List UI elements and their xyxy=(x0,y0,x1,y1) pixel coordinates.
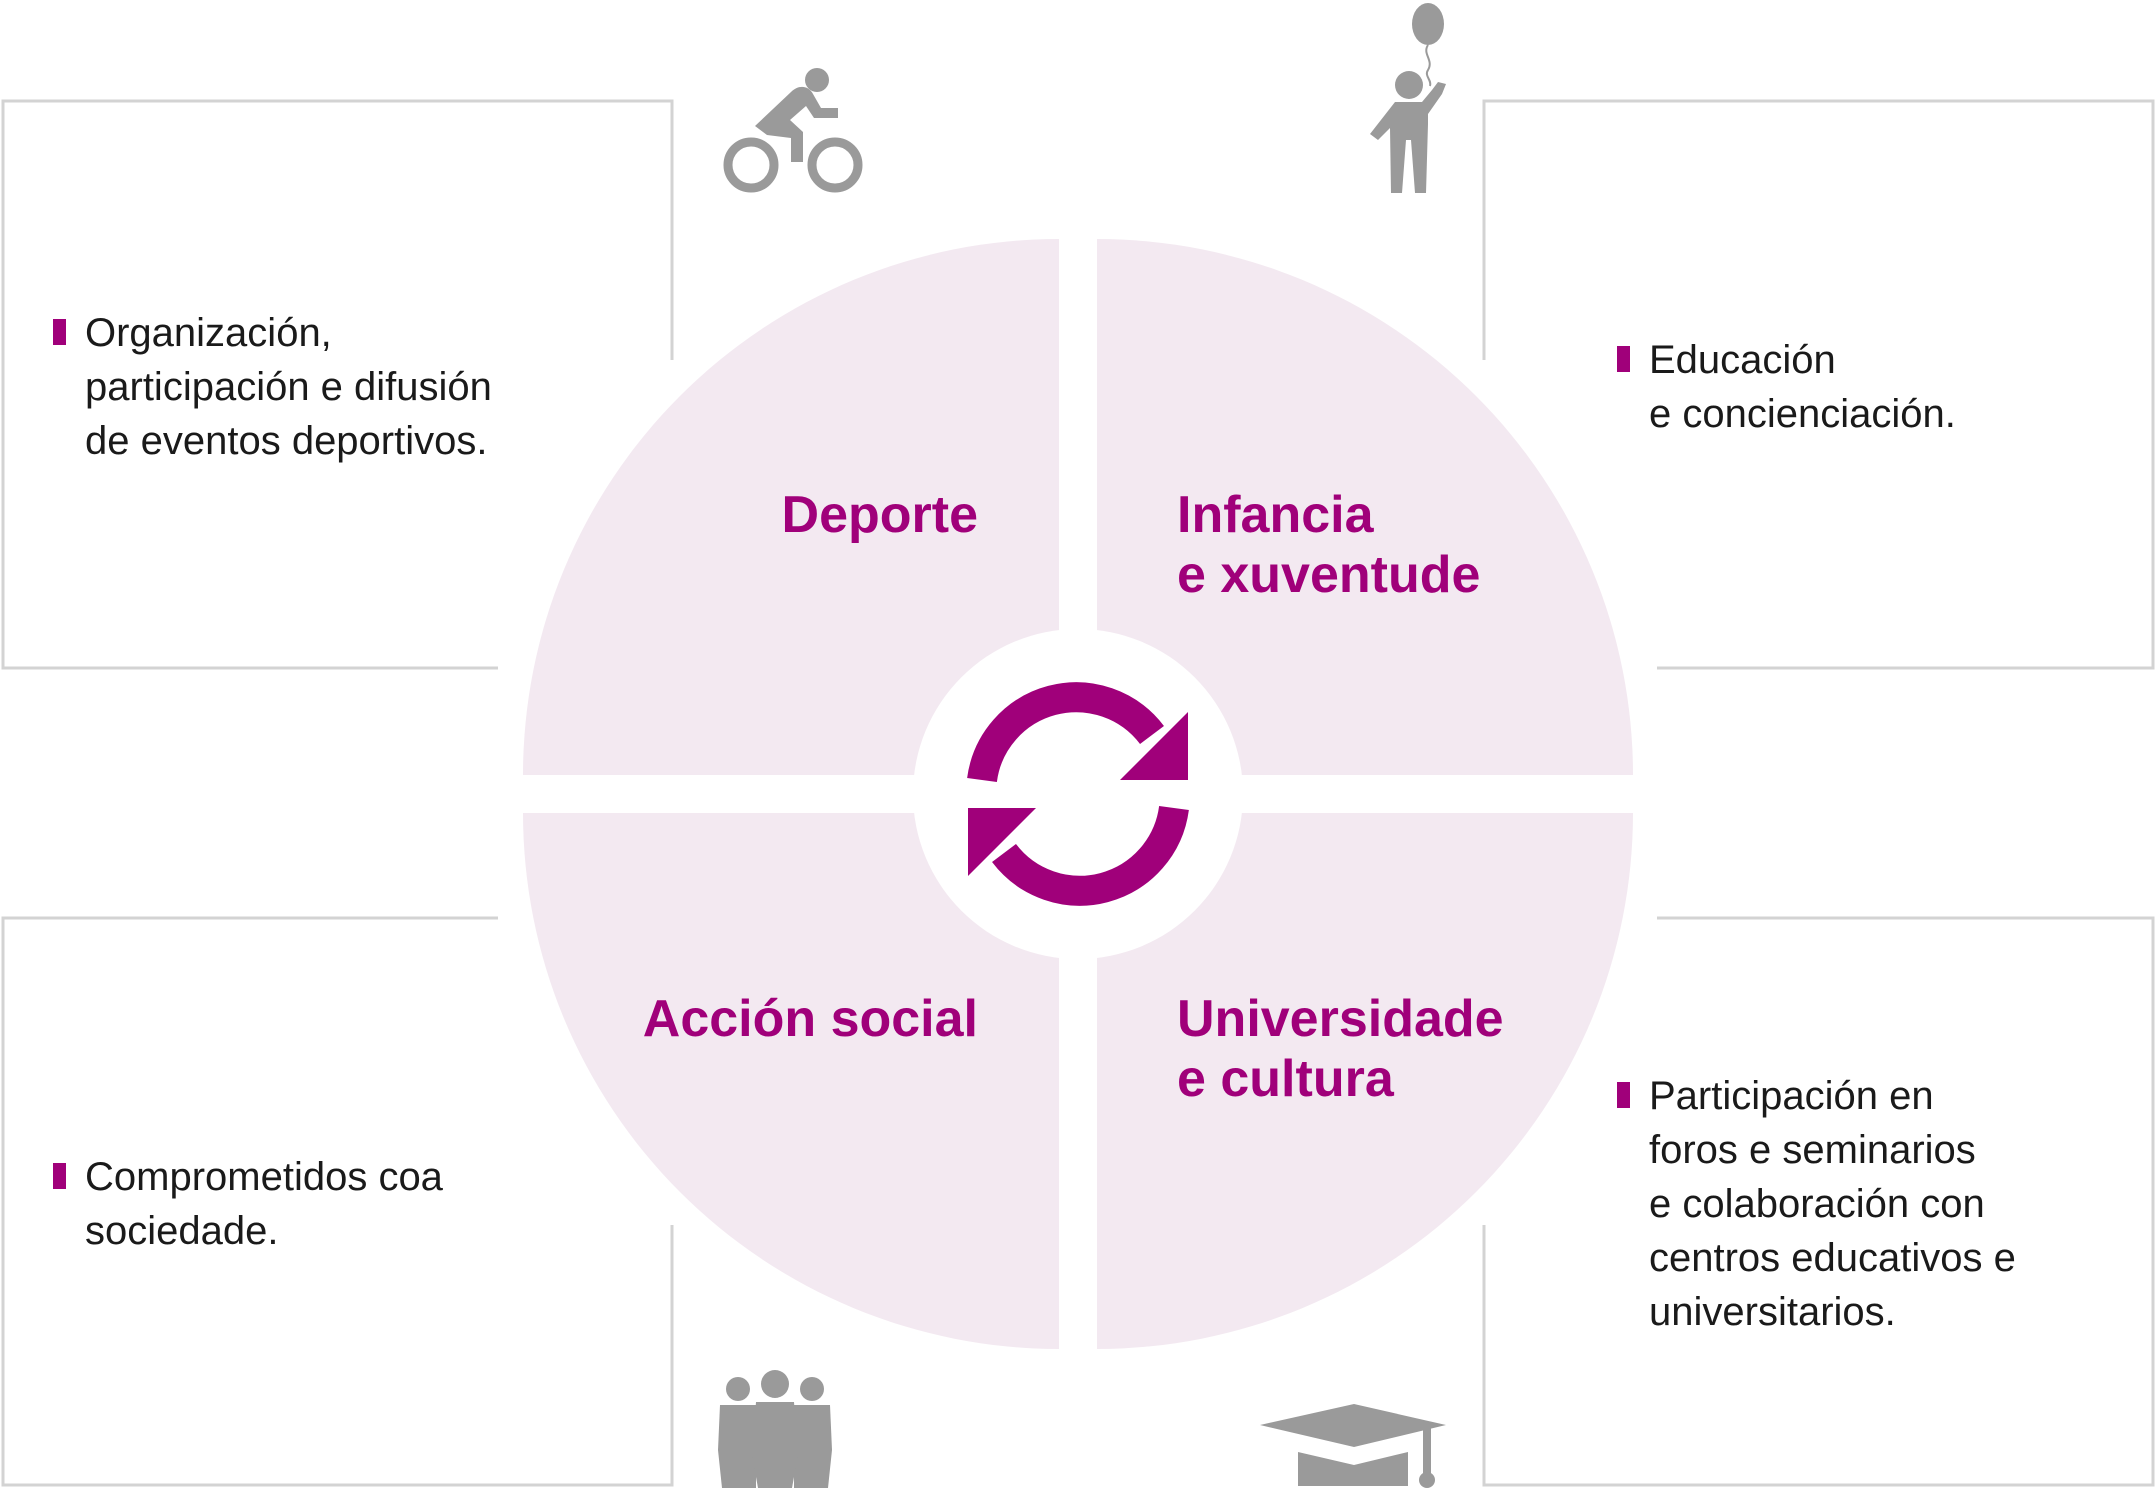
description-infancia: Educación e concienciación. xyxy=(1617,333,1956,441)
description-line: participación e difusión xyxy=(85,365,492,409)
description-line: foros e seminarios xyxy=(1649,1128,1976,1172)
quadrant-title-universidade-line2: e cultura xyxy=(1177,1050,1395,1108)
people-group-icon xyxy=(718,1370,832,1488)
refresh-cycle-icon xyxy=(967,682,1189,906)
bullet-marker xyxy=(1617,346,1630,372)
bullet-marker xyxy=(53,1163,66,1189)
circle-diagram xyxy=(523,239,1633,1349)
quadrant-title-infancia: Infancia xyxy=(1177,486,1375,544)
quadrant-bottom-right xyxy=(1097,813,1633,1349)
description-line: sociedade. xyxy=(85,1209,279,1253)
quadrant-title-deporte: Deporte xyxy=(782,486,978,544)
description-accion-social: Comprometidos coa sociedade. xyxy=(53,1150,443,1258)
description-line: universitarios. xyxy=(1649,1290,1896,1334)
center-hub xyxy=(913,629,1243,959)
frame-top-right xyxy=(1482,99,2155,670)
title-line: Universidade xyxy=(1177,990,1504,1048)
quadrant-top-right xyxy=(1097,239,1633,775)
quadrant-title-universidade: Universidade xyxy=(1177,990,1504,1048)
description-line: Comprometidos coa xyxy=(85,1155,443,1199)
bullet-marker xyxy=(53,319,66,345)
quadrant-bottom-left xyxy=(523,813,1059,1349)
title-line: Acción social xyxy=(643,990,978,1048)
child-balloon-icon xyxy=(1370,3,1446,193)
quadrant-title-infancia-line2: e xuventude xyxy=(1177,546,1480,604)
title-line: Deporte xyxy=(782,486,978,544)
frame-bottom-right xyxy=(1482,916,2155,1487)
bullet-marker xyxy=(1617,1082,1630,1108)
description-line: e colaboración con xyxy=(1649,1182,1985,1226)
graduation-cap-icon xyxy=(1260,1404,1446,1488)
title-line: e xuventude xyxy=(1177,546,1480,604)
quadrant-top-left xyxy=(523,239,1059,775)
title-line: Infancia xyxy=(1177,486,1375,544)
title-line: e cultura xyxy=(1177,1050,1395,1108)
quadrant-title-accion-social: Acción social xyxy=(643,990,978,1048)
frame-top-left xyxy=(1,99,674,670)
description-line: de eventos deportivos. xyxy=(85,419,488,463)
cyclist-icon xyxy=(723,68,863,193)
description-line: e concienciación. xyxy=(1649,392,1956,436)
frames xyxy=(1,99,2155,1487)
description-universidade: Participación en foros e seminarios e co… xyxy=(1617,1069,2016,1339)
description-line: Educación xyxy=(1649,338,1836,382)
description-line: Participación en xyxy=(1649,1074,1934,1118)
description-line: centros educativos e xyxy=(1649,1236,2016,1280)
frame-bottom-left xyxy=(1,916,674,1487)
description-line: Organización, xyxy=(85,311,332,355)
description-deporte: Organización, participación e difusión d… xyxy=(53,306,492,468)
